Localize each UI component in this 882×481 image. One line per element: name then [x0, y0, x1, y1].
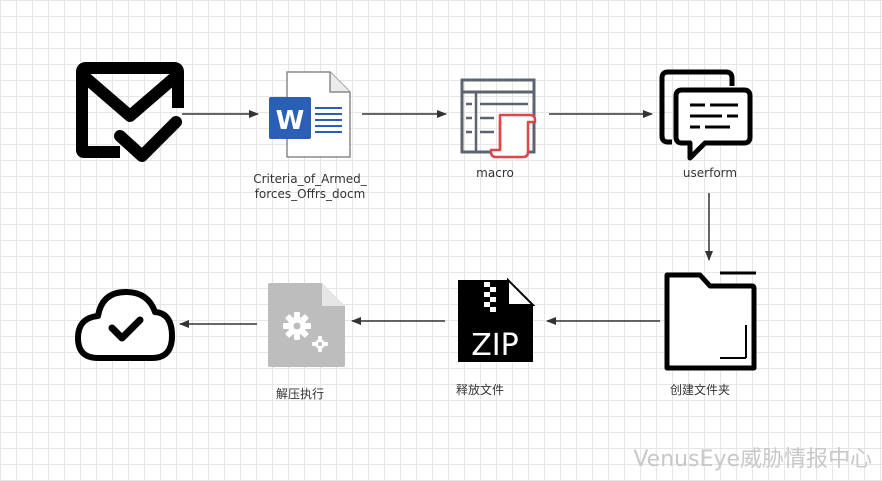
exec-label: 解压执行 [275, 387, 324, 401]
zip-file-icon: ZIP [458, 277, 536, 363]
folder-icon [664, 271, 757, 371]
folder-label: 创建文件夹 [669, 383, 730, 397]
gear-file-icon [268, 283, 345, 367]
doc-label: Criteria_of_Armed_ forces_Offrs_docm [253, 172, 367, 201]
word-document-icon: W [269, 71, 351, 158]
zip-label: ZIP [471, 328, 519, 363]
watermark: VenusEye威胁情报中心 [633, 447, 872, 472]
userform-label: userform [682, 166, 738, 180]
zip-node-label: 释放文件 [455, 383, 504, 397]
word-letter: W [276, 106, 305, 136]
chat-bubbles-icon [659, 69, 753, 161]
macro-table-icon [460, 78, 537, 159]
email-check-icon [76, 62, 184, 162]
cloud-check-icon [75, 289, 175, 361]
macro-label: macro [476, 166, 514, 180]
